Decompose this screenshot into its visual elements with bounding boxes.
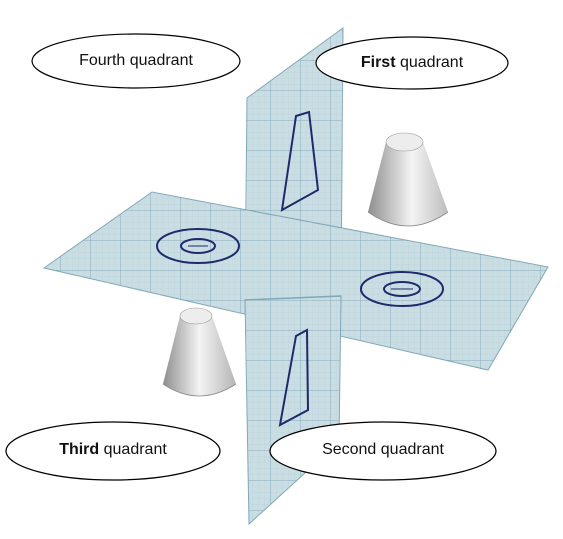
label-fourth-quadrant: Fourth quadrant xyxy=(36,48,236,74)
label-second-quadrant: Second quadrant xyxy=(280,437,486,463)
label-bubble-second xyxy=(269,421,497,481)
circle-projection-right xyxy=(360,271,444,307)
label-third-bold: Third xyxy=(59,441,100,458)
label-bubble-fourth xyxy=(31,33,241,89)
label-first-rest: quadrant xyxy=(395,54,464,71)
label-second-text: Second quadrant xyxy=(322,441,444,458)
label-first-quadrant: First quadrant xyxy=(316,50,508,76)
trapezoid-projection-upper xyxy=(280,110,320,212)
label-bubble-third xyxy=(5,421,221,481)
cone-first-quadrant xyxy=(367,132,449,227)
circle-projection-left xyxy=(156,228,240,264)
label-bubble-first xyxy=(315,36,509,90)
label-first-bold: First xyxy=(360,54,396,71)
plane-intersection-line xyxy=(244,295,342,301)
vertical-plane-lower xyxy=(244,295,342,526)
label-fourth-text: Fourth quadrant xyxy=(79,52,193,69)
cone-third-quadrant xyxy=(162,307,237,397)
label-third-rest: quadrant xyxy=(99,441,167,458)
label-third-quadrant: Third quadrant xyxy=(13,437,213,463)
trapezoid-projection-lower xyxy=(278,328,310,427)
